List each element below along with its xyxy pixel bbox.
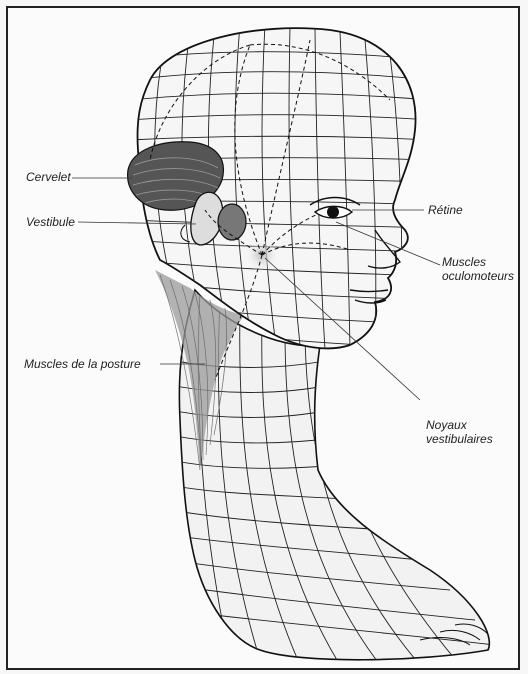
label-vestibule: Vestibule <box>26 215 75 229</box>
label-retine: Rétine <box>428 203 463 217</box>
label-noyaux-vestibulaires-line2: vestibulaires <box>426 432 493 446</box>
label-muscles-oculomoteurs-line2: oculomoteurs <box>442 269 514 283</box>
eye-pupil <box>327 206 339 218</box>
label-cervelet: Cervelet <box>26 170 71 184</box>
label-noyaux-vestibulaires-line1: Noyaux <box>426 418 467 432</box>
label-muscles-posture: Muscles de la posture <box>24 357 141 371</box>
label-muscles-oculomoteurs-line1: Muscles <box>442 255 486 269</box>
